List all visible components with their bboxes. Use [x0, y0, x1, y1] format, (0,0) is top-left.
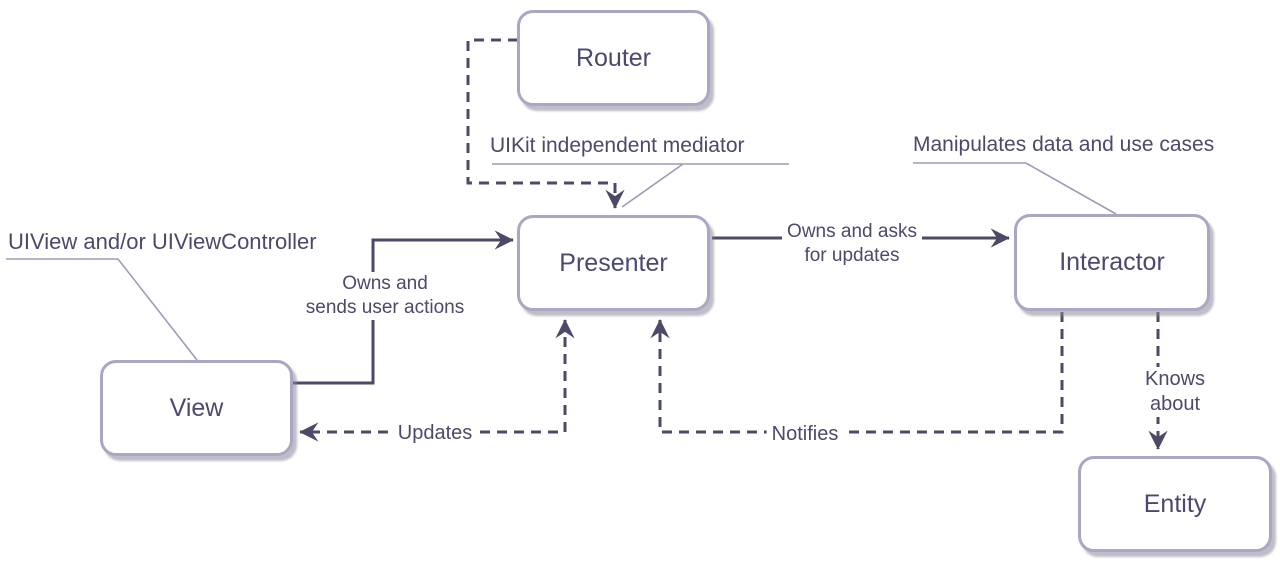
leader-manipulates-callout — [913, 162, 1117, 215]
arrow-presenter-to-view-updates — [299, 319, 575, 442]
callout-uikit-independent-mediator: UIKit independent mediator — [490, 134, 745, 157]
edge-label-updates: Updates — [392, 421, 478, 446]
node-presenter: Presenter — [517, 215, 710, 311]
arrow-interactor-to-presenter-notifies — [650, 312, 1064, 434]
node-router: Router — [517, 10, 710, 106]
edge-label-notifies: Notifies — [766, 422, 844, 447]
callout-uiview: UIView and/or UIViewController — [8, 229, 317, 254]
edge-label-knows-about: Knows about — [1122, 367, 1228, 417]
node-entity: Entity — [1078, 456, 1272, 552]
node-presenter-label: Presenter — [559, 248, 668, 277]
arrow-router-to-presenter — [466, 38, 625, 209]
callout-manipulates-data: Manipulates data and use cases — [913, 133, 1215, 156]
node-view-label: View — [169, 393, 224, 422]
leader-uikit-callout — [492, 163, 789, 208]
node-router-label: Router — [575, 43, 652, 72]
leader-uiview-callout — [6, 258, 198, 361]
node-entity-label: Entity — [1143, 489, 1207, 518]
node-interactor: Interactor — [1014, 214, 1210, 311]
node-interactor-label: Interactor — [1059, 248, 1165, 276]
node-view: View — [100, 360, 293, 456]
edge-label-owns-and-asks-for-updates: Owns and asks for updates — [782, 220, 922, 268]
edge-label-owns-and-sends-user-actions: Owns and sends user actions — [300, 272, 470, 320]
